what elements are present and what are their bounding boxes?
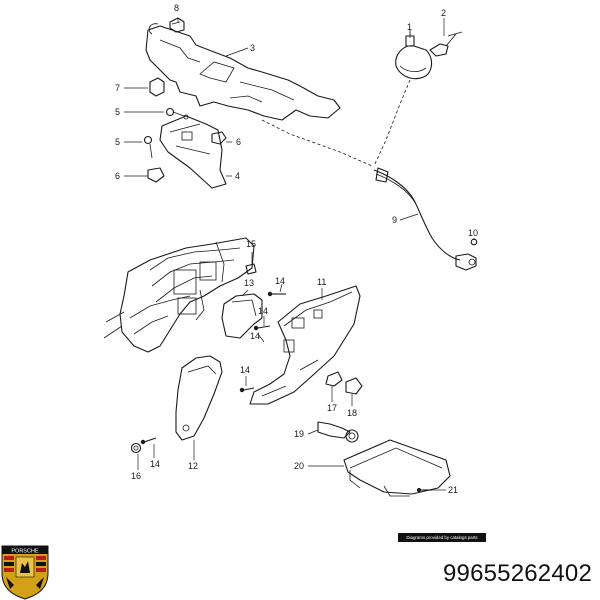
part-15-clip — [245, 263, 257, 275]
diagram-credit-label: Diagrams provided by catalogs parts — [398, 533, 486, 542]
part-11-cover-panel — [249, 285, 361, 405]
part-2-connector — [429, 31, 463, 57]
callout-16: 16 — [131, 471, 141, 481]
callout-14: 14 — [258, 306, 268, 316]
part-14-screw-a — [267, 291, 286, 297]
callout-6: 6 — [115, 171, 120, 181]
part-4-bracket-plate — [159, 115, 227, 189]
callout-17: 17 — [327, 403, 337, 413]
part-14-screw-d — [140, 437, 157, 445]
callout-14: 14 — [275, 276, 285, 286]
part-number-label: 99655262402 — [442, 560, 592, 587]
part-8-clip — [169, 17, 185, 33]
callout-9: 9 — [392, 215, 397, 225]
part-16-grommet — [130, 442, 142, 454]
callout-10: 10 — [468, 228, 478, 238]
callout-6: 6 — [236, 137, 241, 147]
callout-20: 20 — [294, 461, 304, 471]
callout-14: 14 — [150, 459, 160, 469]
callout-14: 14 — [250, 331, 260, 341]
part-19-plug — [317, 421, 359, 443]
part-20-tray-bracket — [343, 439, 451, 497]
part-18-clip — [345, 377, 363, 395]
part-3-upper-bracket — [145, 23, 341, 121]
callout-1: 1 — [407, 22, 412, 32]
callout-labels: 8 2 1 3 7 5 6 5 6 6 4 9 10 15 13 14 11 1… — [115, 3, 478, 495]
callout-12: 12 — [188, 461, 198, 471]
callout-21: 21 — [448, 485, 458, 495]
callout-14: 14 — [240, 365, 250, 375]
porsche-crest-logo: PORSCHE — [1, 545, 49, 600]
callout-13: 13 — [244, 278, 254, 288]
part-6-clip-a — [211, 131, 227, 145]
part-5-screw-lower — [143, 135, 153, 159]
leader-lines — [124, 18, 475, 491]
callout-3: 3 — [250, 43, 255, 53]
part-9-cable — [261, 79, 461, 261]
part-21-screw — [417, 488, 432, 492]
callout-7: 7 — [115, 83, 120, 93]
callout-5: 5 — [115, 107, 120, 117]
callout-11: 11 — [317, 277, 326, 287]
callout-8: 8 — [174, 3, 179, 13]
part-1-housing — [395, 30, 433, 80]
callout-15: 15 — [246, 239, 256, 249]
part-12-side-trim — [175, 355, 223, 441]
part-13-bracket — [221, 293, 263, 339]
body-structure — [103, 237, 255, 353]
part-10-fitting — [455, 238, 478, 271]
part-6-clip-b — [147, 167, 165, 183]
part-14-screw-b — [253, 325, 271, 331]
callout-18: 18 — [347, 408, 357, 418]
callout-4: 4 — [235, 171, 240, 181]
callout-5: 5 — [115, 137, 120, 147]
svg-text:PORSCHE: PORSCHE — [11, 549, 39, 555]
callout-2: 2 — [441, 8, 446, 18]
part-5-screw-upper — [165, 107, 189, 120]
part-7-clip — [149, 77, 165, 97]
part-14-screw-c — [239, 387, 255, 393]
part-17-clip — [325, 371, 343, 387]
callout-19: 19 — [294, 429, 304, 439]
